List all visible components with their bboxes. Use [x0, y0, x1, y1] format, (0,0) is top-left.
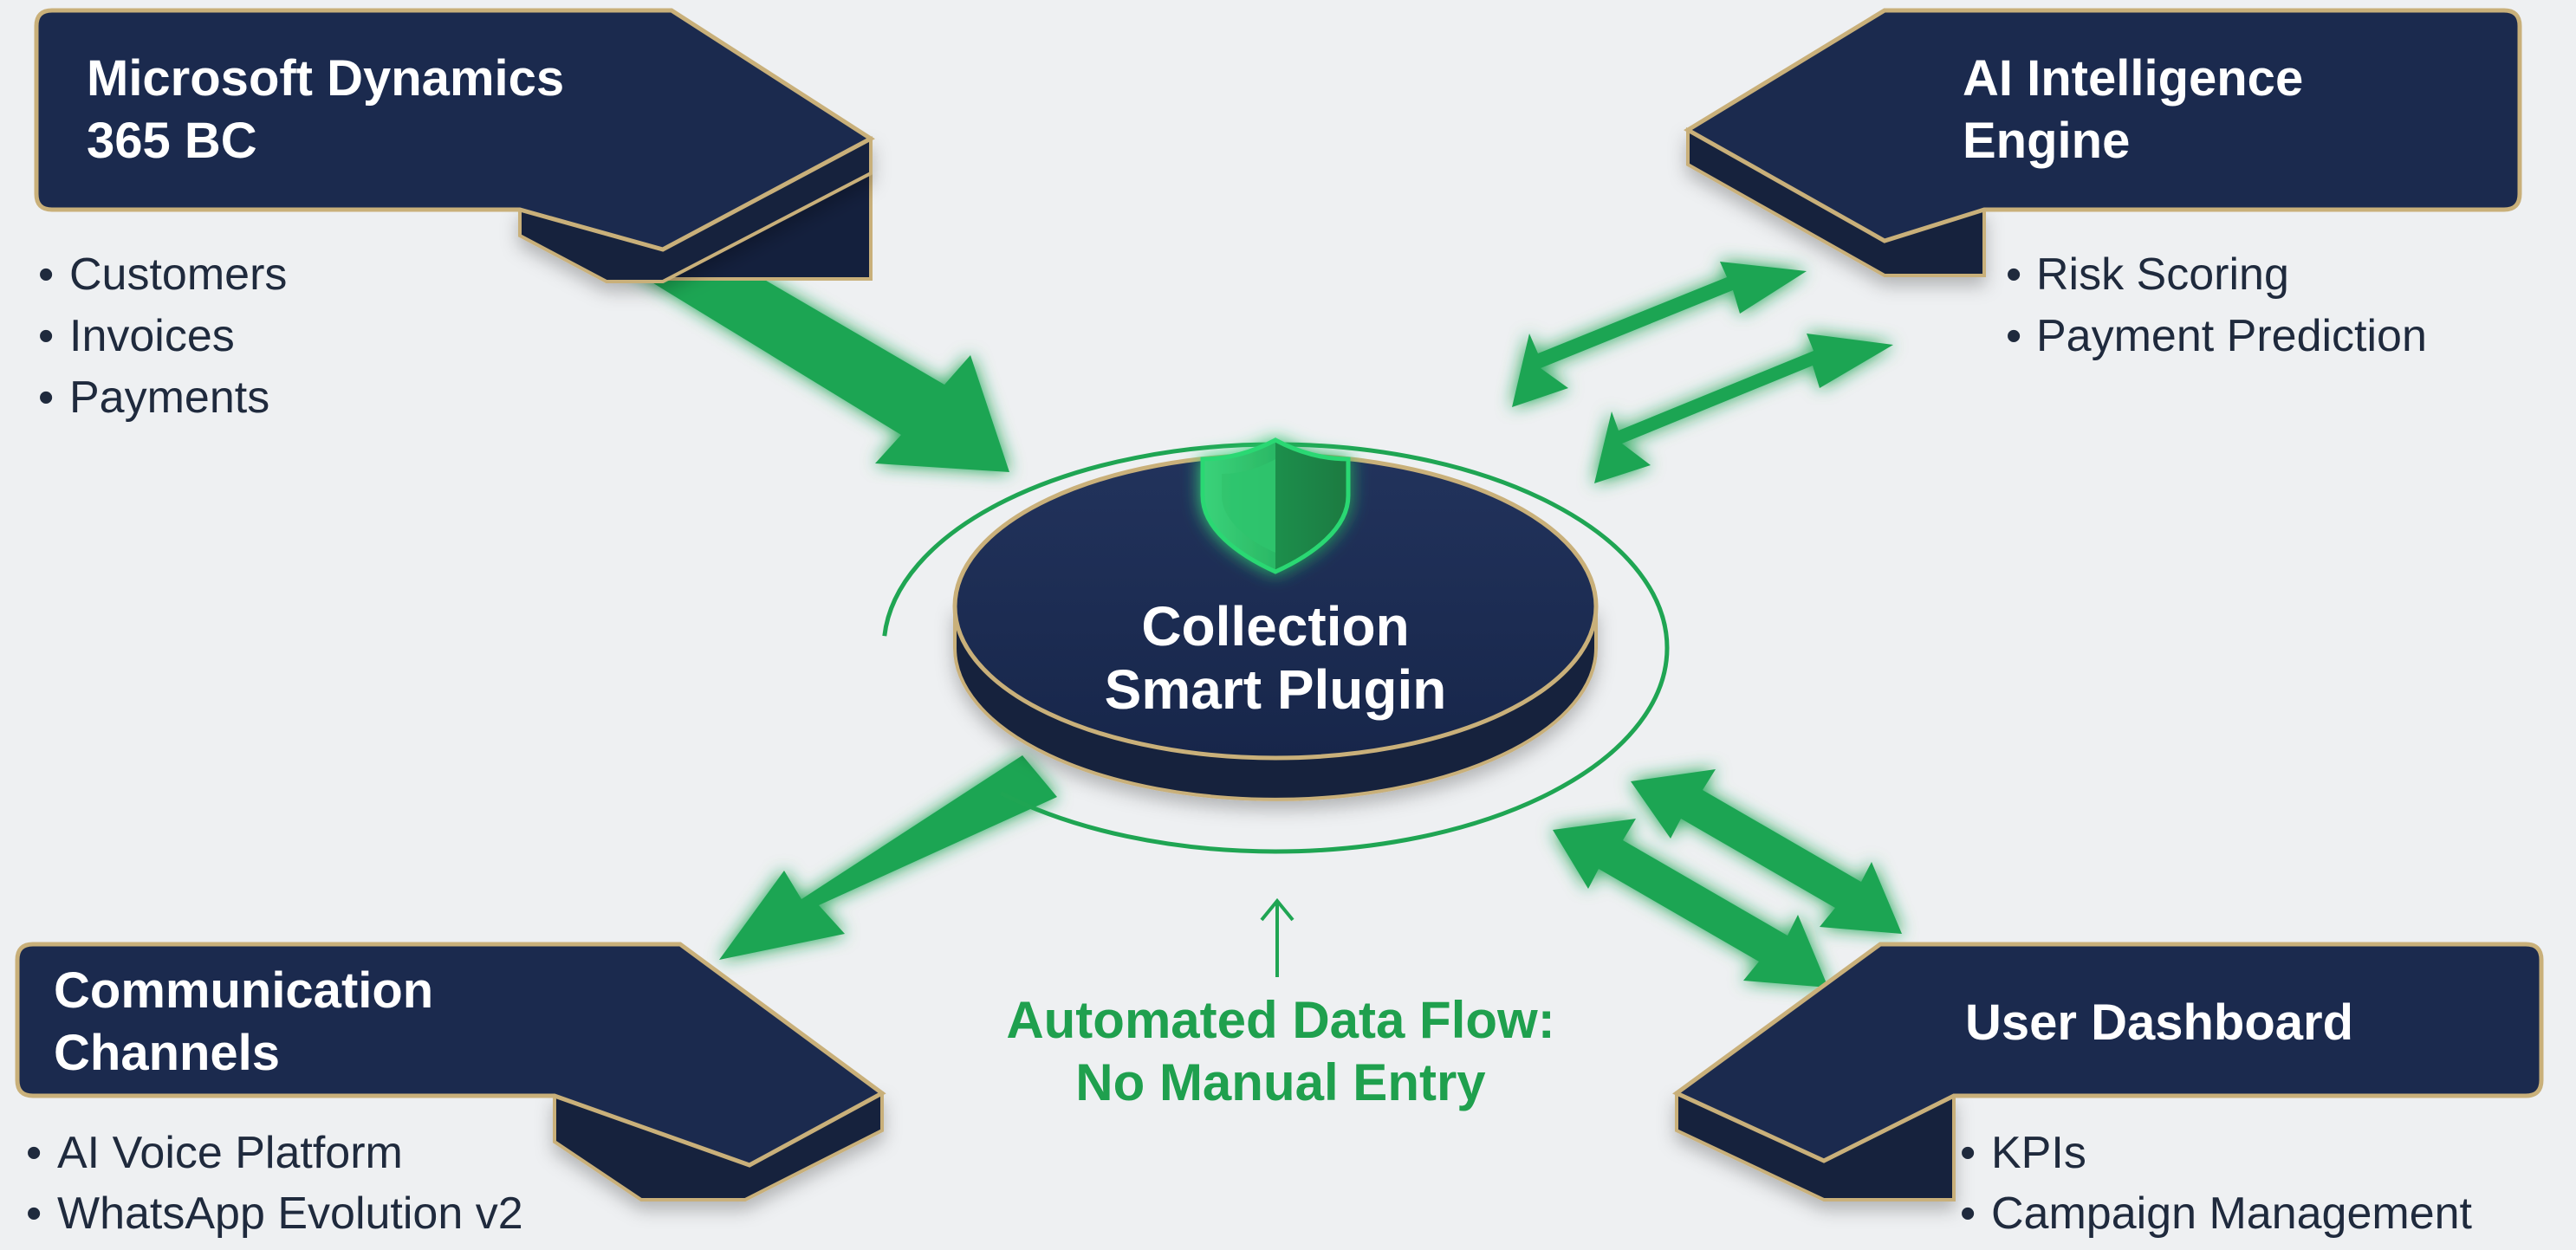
note-line1: Automated Data Flow: [1006, 991, 1554, 1049]
node-dynamics-item: Customers [69, 249, 287, 300]
node-dynamics-title-line2: 365 BC [87, 113, 257, 169]
arrow-up-icon [1260, 897, 1294, 977]
node-ai-engine-list: • Risk Scoring • Payment Prediction [2006, 249, 2427, 361]
node-communication-title-line1: Communication [54, 962, 433, 1019]
node-dynamics[interactable]: Microsoft Dynamics 365 BC [34, 8, 875, 283]
bullet-dot: • [1960, 1188, 1976, 1239]
node-dashboard-item: Campaign Management [1991, 1188, 2473, 1239]
node-ai-engine-item: Risk Scoring [2036, 249, 2289, 300]
node-dynamics-item: Invoices [69, 311, 235, 361]
bullet-dot: • [38, 311, 54, 361]
node-dynamics-item: Payments [69, 372, 269, 423]
hub-title-line2: Smart Plugin [1105, 658, 1447, 721]
node-dashboard-item: KPIs [1991, 1128, 2086, 1178]
bullet-dot: • [38, 249, 54, 300]
arrow-hub-ai-bidirectional-1 [1512, 262, 1807, 407]
node-ai-engine-title-line1: AI Intelligence [1963, 50, 2303, 107]
shield-icon [1200, 437, 1351, 574]
node-ai-engine-title-line2: Engine [1963, 113, 2130, 169]
node-dashboard-title-line1: User Dashboard [1965, 994, 2353, 1051]
node-ai-engine[interactable]: AI Intelligence Engine [1684, 8, 2522, 277]
node-communication-title-line2: Channels [54, 1025, 280, 1081]
bullet-dot: • [38, 372, 54, 423]
arrow-hub-dashboard-bidirectional-2 [1553, 819, 1828, 988]
bullet-dot: • [2006, 249, 2021, 300]
node-communication-top [15, 942, 886, 1168]
automated-flow-note: Automated Data Flow: No Manual Entry [1006, 897, 1555, 1111]
bullet-dot: • [2006, 311, 2021, 361]
bullet-dot: • [1960, 1128, 1976, 1178]
node-communication-item: WhatsApp Evolution v2 [57, 1188, 523, 1239]
node-ai-engine-top [1684, 8, 2522, 243]
node-dynamics-title-line1: Microsoft Dynamics [87, 50, 564, 107]
bullet-dot: • [26, 1188, 42, 1239]
node-dynamics-list: • Customers • Invoices • Payments [38, 249, 287, 423]
hub-title-line1: Collection [1141, 595, 1409, 657]
arrow-hub-ai-bidirectional-2 [1594, 334, 1893, 483]
node-dashboard-list: • KPIs • Campaign Management [1960, 1128, 2473, 1239]
node-communication-item: AI Voice Platform [57, 1128, 403, 1178]
node-dynamics-top [34, 8, 875, 252]
note-line2: No Manual Entry [1075, 1053, 1486, 1111]
node-dashboard-top [1672, 942, 2544, 1163]
arrow-hub-dashboard-bidirectional-1 [1631, 769, 1902, 934]
node-dashboard[interactable]: User Dashboard [1672, 942, 2544, 1201]
node-communication-list: • AI Voice Platform • WhatsApp Evolution… [26, 1128, 523, 1239]
node-communication[interactable]: Communication Channels [15, 942, 886, 1201]
arrow-hub-to-communication [719, 755, 1057, 960]
bullet-dot: • [26, 1128, 42, 1178]
node-ai-engine-item: Payment Prediction [2036, 311, 2427, 361]
hub-node[interactable]: Collection Smart Plugin [881, 437, 1670, 854]
